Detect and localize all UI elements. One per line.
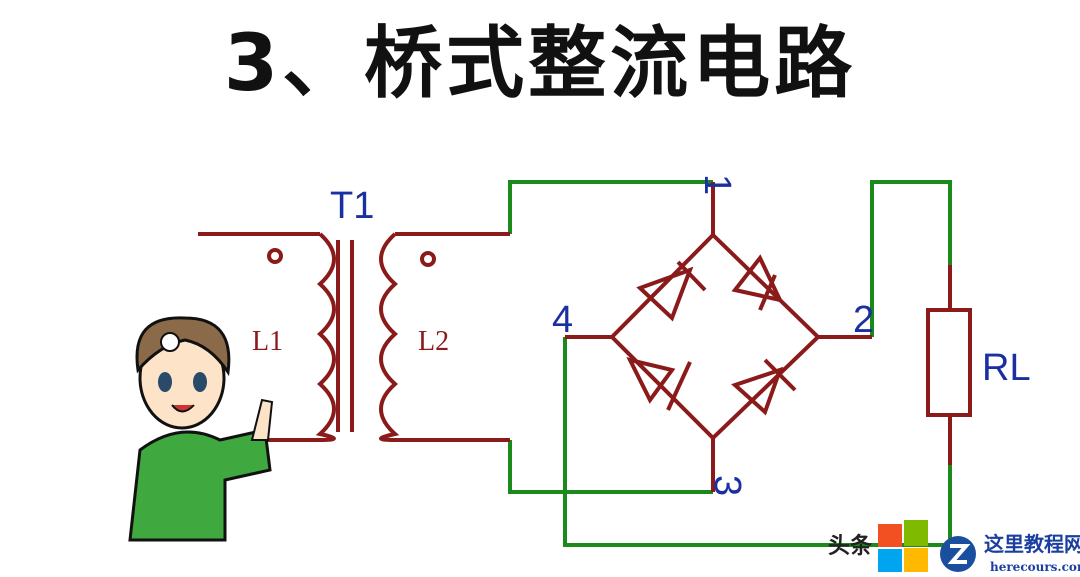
windows-logo-pane: [904, 520, 928, 546]
watermark-left: 头条: [828, 534, 873, 559]
site-logo-icon: [940, 536, 976, 572]
site-name: 这里教程网: [984, 532, 1080, 556]
bridge-diamond: [609, 232, 821, 441]
cartoon-boy: [128, 316, 274, 542]
polarity-dot: [267, 248, 283, 264]
label-node3: 3: [706, 475, 748, 496]
polarity-dot: [420, 251, 436, 267]
label-node1: 1: [696, 174, 738, 195]
diode-d2: [731, 254, 784, 311]
label-l1: L1: [252, 326, 283, 357]
diode-d1: [636, 260, 707, 322]
diode-d4: [731, 358, 797, 416]
label-t1: T1: [330, 185, 374, 227]
windows-logo-pane: [904, 548, 928, 572]
green-wires: [508, 180, 952, 547]
primary-coil: [315, 232, 336, 442]
site-url: herecours.com: [990, 560, 1080, 574]
diode-d3: [626, 357, 692, 411]
label-node2: 2: [853, 299, 874, 341]
label-rl: RL: [982, 347, 1031, 389]
label-node4: 4: [552, 299, 573, 341]
page-title: 3、桥式整流电路: [223, 19, 857, 109]
windows-logo-pane: [878, 549, 902, 572]
label-l2: L2: [418, 326, 449, 357]
load-resistor: [926, 308, 972, 417]
windows-logo: [878, 524, 902, 547]
secondary-coil: [379, 232, 400, 442]
components: [198, 182, 972, 492]
